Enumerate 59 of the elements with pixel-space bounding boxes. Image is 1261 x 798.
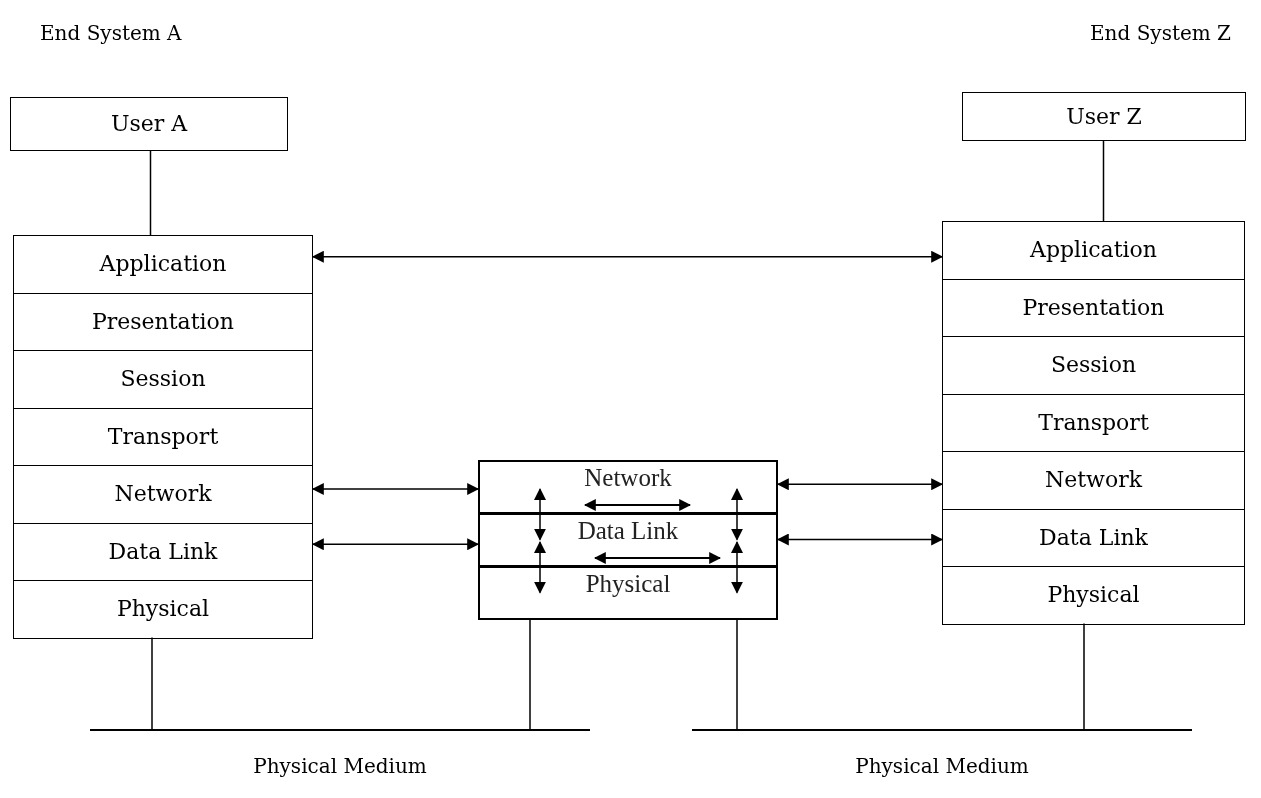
connector-line (1083, 622, 1085, 730)
layer-box (942, 508, 1245, 567)
layer-label: User A (110, 110, 188, 138)
layer-box (13, 235, 313, 294)
layer-label: Data Link (1039, 523, 1148, 552)
layer-box (942, 221, 1245, 280)
medium-line (90, 729, 590, 731)
layer-label: Network (584, 464, 672, 492)
layer-label: Presentation (1022, 293, 1165, 322)
medium-label: Physical Medium (855, 753, 1029, 780)
layer-label: Transport (107, 422, 219, 451)
layer-label: Data Link (577, 517, 679, 545)
user-box (10, 97, 288, 151)
double-arrow (311, 250, 944, 263)
relay-layer-box (478, 566, 778, 620)
connector-line (1102, 139, 1105, 222)
layer-box (13, 407, 313, 466)
layer-box (942, 566, 1245, 625)
layer-label: Application (1030, 236, 1157, 265)
medium-label: Physical Medium (253, 753, 427, 780)
layer-label: Physical (116, 595, 210, 624)
layer-label: Physical (1047, 581, 1140, 610)
relay-layer-box (478, 513, 778, 567)
layer-label: Application (99, 250, 227, 279)
connector-line (149, 149, 152, 236)
medium-line (692, 729, 1192, 731)
system-title: End System Z (1090, 20, 1231, 47)
connector-line (736, 618, 738, 730)
layer-box (13, 522, 313, 581)
layer-box (942, 336, 1245, 395)
user-box (962, 92, 1246, 141)
double-arrow (534, 487, 546, 541)
layer-label: Transport (1038, 408, 1149, 437)
layer-label: Session (1050, 351, 1137, 380)
layer-box (942, 393, 1245, 452)
layer-box (942, 278, 1245, 337)
layer-box (942, 451, 1245, 510)
layer-label: Session (120, 365, 206, 394)
double-arrow (731, 487, 743, 541)
double-arrow (731, 540, 743, 594)
layer-label: Network (114, 480, 212, 509)
double-arrow (311, 483, 480, 495)
double-arrow (311, 538, 480, 551)
layer-label: Data Link (108, 537, 218, 566)
double-arrow (776, 478, 944, 491)
layer-box (13, 292, 313, 351)
layer-box (13, 580, 313, 639)
double-arrow (776, 533, 944, 546)
double-arrow (534, 540, 546, 594)
layer-label: Physical (585, 570, 671, 598)
relay-layer-box (478, 460, 778, 514)
system-title: End System A (40, 20, 182, 47)
connector-line (151, 636, 153, 730)
layer-label: Presentation (91, 307, 235, 336)
layer-label: Network (1044, 466, 1142, 495)
connector-line (529, 618, 531, 730)
layer-label: User Z (1066, 102, 1142, 131)
layer-box (13, 465, 313, 524)
layer-box (13, 350, 313, 409)
